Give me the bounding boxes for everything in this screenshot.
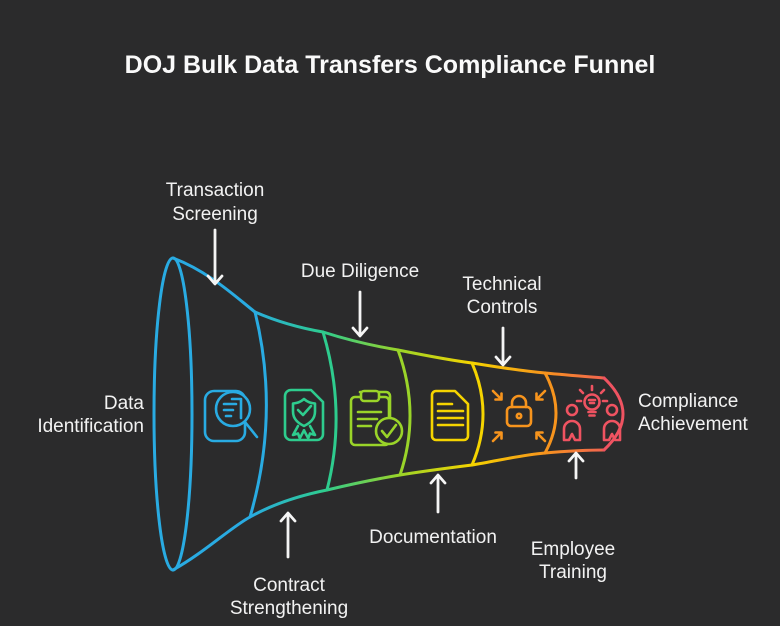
employee-training-label-line1: Employee	[531, 539, 616, 560]
label-arrows	[206, 228, 585, 559]
transaction-screening-label-line2: Screening	[172, 204, 258, 225]
stage-divider-2	[321, 330, 338, 492]
employee-training-arrow	[567, 451, 585, 480]
clipboard-check-icon	[349, 389, 404, 447]
data-identification-label-line1: Data	[104, 393, 145, 414]
stage-divider-3	[396, 348, 412, 477]
stage-divider-1	[248, 310, 268, 519]
contract-strengthening-label-line2: Strengthening	[230, 598, 348, 619]
data-identification-label-line2: Identification	[37, 416, 144, 437]
transaction-screening-label-line1: Transaction	[166, 180, 265, 201]
technical-controls-arrow	[494, 326, 512, 367]
technical-controls-label-line2: Controls	[467, 297, 538, 318]
lock-compress-icon	[491, 389, 547, 443]
team-lightbulb-icon	[562, 384, 622, 442]
document-search-icon	[203, 389, 259, 443]
contract-strengthening-arrow	[279, 511, 297, 559]
documentation-arrow	[429, 473, 447, 514]
funnel-mouth-ellipse	[152, 256, 194, 572]
due-diligence-arrow	[351, 290, 369, 338]
compliance-achievement-label-line2: Achievement	[638, 414, 749, 435]
labels: Data Identification Transaction Screenin…	[37, 180, 748, 619]
technical-controls-label-line1: Technical	[462, 274, 541, 295]
employee-training-label-line2: Training	[539, 562, 607, 583]
certificate-icon	[283, 388, 325, 442]
page-title: DOJ Bulk Data Transfers Compliance Funne…	[125, 51, 656, 79]
stage-divider-4	[470, 361, 485, 467]
compliance-achievement-label-line1: Compliance	[638, 391, 738, 412]
documentation-label: Documentation	[369, 527, 497, 548]
contract-strengthening-label-line1: Contract	[253, 575, 326, 596]
stage-divider-5	[543, 371, 558, 455]
funnel-end-cap	[602, 376, 625, 452]
transaction-screening-arrow	[206, 228, 224, 286]
funnel-body	[152, 256, 625, 572]
document-icon	[430, 389, 470, 442]
due-diligence-label: Due Diligence	[301, 261, 419, 282]
